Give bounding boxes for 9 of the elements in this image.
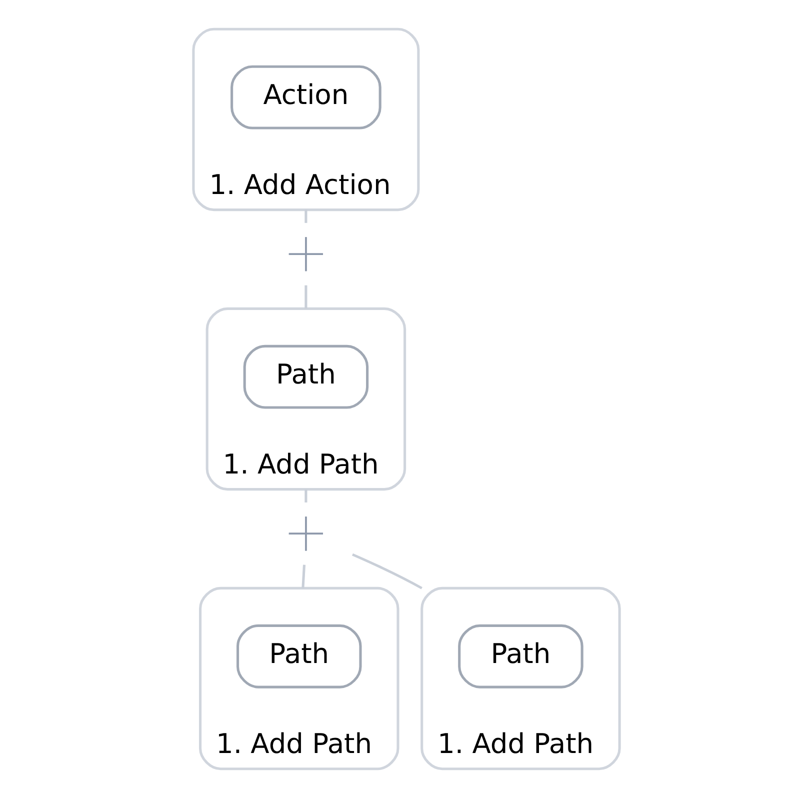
connector: [351, 553, 422, 590]
node-box: Path: [236, 624, 362, 688]
connector: [304, 285, 307, 309]
node-box: Path: [458, 624, 583, 688]
node-box: Action: [230, 65, 381, 130]
connector: [304, 489, 307, 502]
node-box: Path: [242, 344, 368, 409]
connector: [301, 564, 306, 588]
connector: [304, 210, 307, 223]
